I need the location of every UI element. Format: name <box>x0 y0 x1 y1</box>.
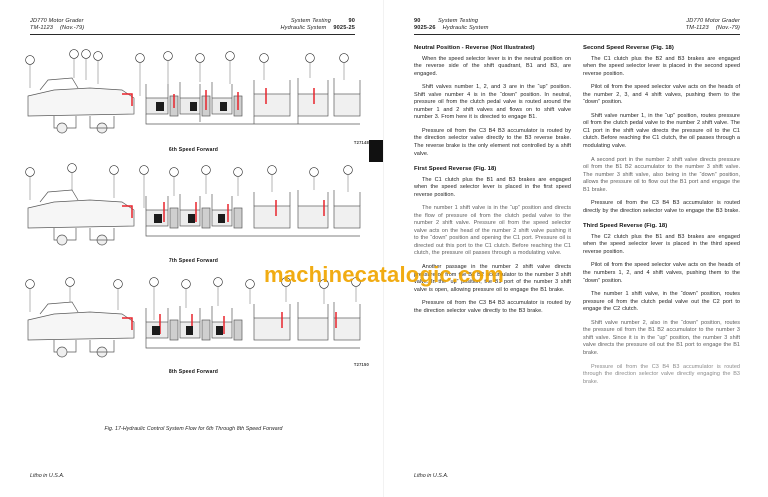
figure-caption-6th: 6th Speed Forward <box>168 147 219 153</box>
left-header-section-number: 9025-25 <box>333 25 355 32</box>
paragraph-first-speed-1: The C1 clutch plus the B1 and B3 brakes … <box>414 176 571 198</box>
right-page-body: Neutral Position - Reverse (Not Illustra… <box>414 44 740 457</box>
paragraph-second-speed-1: The C1 clutch plus the B2 and B3 brakes … <box>583 55 740 77</box>
right-page-header: 90 System Testing 9025-26 Hydraulic Syst… <box>414 18 740 33</box>
figure-panel-7th-speed: 7th Speed Forward <box>14 158 373 266</box>
left-header-subtitle: Hydraulic System <box>280 25 327 32</box>
paragraph-neutral-3: Pressure oil from the C3 B4 B3 accumulat… <box>414 127 571 157</box>
right-header-subtitle: Hydraulic System <box>442 25 489 32</box>
paragraph-second-speed-3: Shift valve number 1, in the “up” positi… <box>583 112 741 149</box>
figure-code-8th: T27150 <box>353 362 369 367</box>
paragraph-neutral-1: When the speed selector lever is in the … <box>414 55 571 77</box>
paragraph-third-speed-5: Pressure oil from the C3 B4 B3 accumulat… <box>583 363 740 385</box>
left-header-manual-row: TM-1123 (Nov.-79) <box>30 25 84 32</box>
heading-neutral-position-reverse: Neutral Position - Reverse (Not Illustra… <box>414 45 535 51</box>
schematic-8th-speed <box>25 277 361 358</box>
figure-panel-6th-speed: T27148 6th Speed Forward <box>14 44 373 154</box>
left-page: JD770 Motor Grader TM-1123 (Nov.-79) Sys… <box>14 0 384 497</box>
right-header-subtitle-row: 9025-26 Hydraulic System <box>414 25 489 32</box>
left-header-page-number: 90 <box>348 18 355 24</box>
right-header-section: 90 System Testing 9025-26 Hydraulic Syst… <box>414 18 489 33</box>
left-header-identity: JD770 Motor Grader TM-1123 (Nov.-79) <box>30 18 84 33</box>
figure-code-6th: T27148 <box>353 140 369 145</box>
paragraph-third-speed-1: The C2 clutch plus the B1 and B3 brakes … <box>583 233 740 255</box>
left-page-footer: Litho in U.S.A. <box>30 473 65 479</box>
paragraph-second-speed-2: Pilot oil from the speed selector valve … <box>583 84 740 106</box>
schematic-7th-speed <box>25 163 361 246</box>
heading-second-speed-reverse: Second Speed Reverse (Fig. 18) <box>583 45 674 51</box>
paragraph-third-speed-2: Pilot oil from the speed selector valve … <box>583 262 740 284</box>
paragraph-second-speed-4: A second port in the number 2 shift valv… <box>583 156 740 193</box>
right-page-column-left: Neutral Position - Reverse (Not Illustra… <box>414 44 571 457</box>
left-header-manual: TM-1123 <box>30 25 54 32</box>
figure-caption-8th: 8th Speed Forward <box>168 369 219 375</box>
register-mark <box>369 140 383 162</box>
right-header-rule <box>414 34 740 35</box>
left-header-model: JD770 Motor Grader <box>30 18 84 24</box>
right-header-model: JD770 Motor Grader <box>686 18 740 24</box>
paragraph-third-speed-3: The number 1 shift valve, in the “down” … <box>583 291 740 313</box>
figure-panel-8th-speed: T27150 8th Speed Forward <box>14 272 373 376</box>
right-page-footer: Litho in U.S.A. <box>414 473 449 479</box>
right-header-section-number: 9025-26 <box>414 25 436 32</box>
figure-caption-7th: 7th Speed Forward <box>168 258 219 264</box>
left-header-revision: (Nov.-79) <box>60 25 85 32</box>
heading-third-speed-reverse: Third Speed Reverse (Fig. 18) <box>583 223 668 230</box>
right-header-identity: JD770 Motor Grader TM-1123 (Nov.-79) <box>686 18 740 33</box>
left-header-section: System Testing 90 Hydraulic System 9025-… <box>280 18 355 33</box>
right-header-manual: TM-1123 <box>685 25 709 32</box>
paragraph-first-speed-4: Pressure oil from the C3 B4 B3 accumulat… <box>414 300 571 314</box>
right-header-section-title: System Testing <box>438 18 479 24</box>
left-page-header: JD770 Motor Grader TM-1123 (Nov.-79) Sys… <box>30 18 355 33</box>
right-header-manual-row: TM-1123 (Nov.-79) <box>686 25 740 32</box>
figure-main-caption: Fig. 17-Hydraulic Control System Flow fo… <box>104 426 283 432</box>
paragraph-third-speed-4: Shift valve number 2, also in the “down”… <box>583 319 740 356</box>
right-page-column-right: Second Speed Reverse (Fig. 18) The C1 cl… <box>583 44 740 457</box>
right-header-revision: (Nov.-79) <box>715 25 740 32</box>
left-header-rule <box>30 34 355 35</box>
right-header-title-row: 90 System Testing <box>414 18 489 25</box>
schematic-6th-speed <box>25 49 361 134</box>
heading-first-speed-reverse: First Speed Reverse (Fig. 18) <box>414 166 497 173</box>
left-header-title-row: System Testing 90 <box>291 18 355 25</box>
hydraulic-flow-figure: T27148 6th Speed Forward <box>14 44 373 432</box>
paragraph-second-speed-5: Pressure oil from the C3 B4 B3 accumulat… <box>583 200 740 214</box>
paragraph-neutral-2: Shift valves number 1, 2, and 3 are in t… <box>414 84 571 121</box>
left-header-subtitle-row: Hydraulic System 9025-25 <box>280 25 355 32</box>
paragraph-first-speed-3: Another passage in the number 2 shift va… <box>414 264 571 293</box>
left-header-section-title: System Testing <box>290 18 331 24</box>
right-header-page-number: 90 <box>414 18 421 24</box>
right-page: 90 System Testing 9025-26 Hydraulic Syst… <box>384 0 768 497</box>
paragraph-first-speed-2: The number 1 shift valve is in the “up” … <box>414 205 571 257</box>
